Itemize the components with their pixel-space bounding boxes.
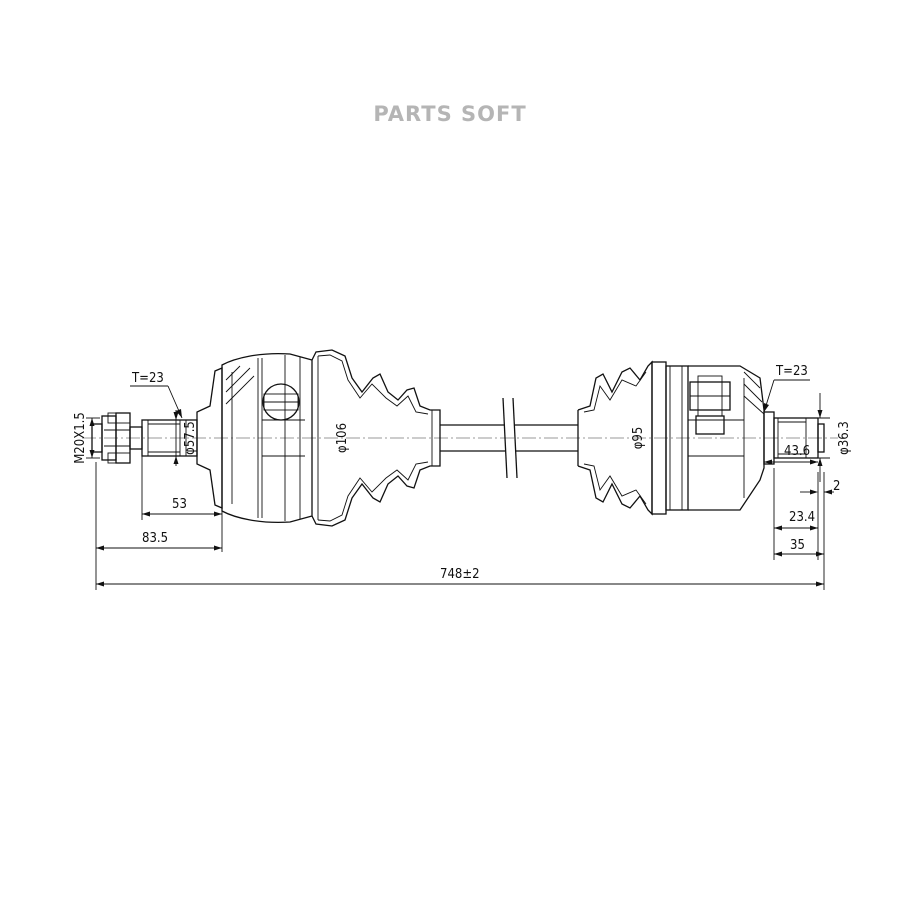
outer-boot <box>311 349 441 527</box>
label-dia-57-5: φ57.5 <box>183 421 198 455</box>
inner-spline-shaft <box>763 411 825 465</box>
label-83-5: 83.5 <box>142 531 168 546</box>
label-2: 2 <box>833 479 840 494</box>
dim-t-left: T=23 <box>130 371 183 419</box>
label-dia-95: φ95 <box>631 427 646 450</box>
dim-thread: M20X1.5 <box>73 412 100 464</box>
dim-total-length: 748±2 <box>96 560 825 590</box>
label-t-left: T=23 <box>131 371 164 386</box>
dim-dia-36-3: φ36.3 <box>812 393 852 482</box>
label-23-4: 23.4 <box>789 510 815 525</box>
label-total-length: 748±2 <box>440 567 480 582</box>
dim-43-6: 43.6 <box>764 444 818 465</box>
dim-t-right: T=23 <box>763 364 810 413</box>
label-dia-106: φ106 <box>335 423 350 453</box>
label-35: 35 <box>790 538 805 553</box>
dim-dia-106: φ106 <box>335 423 350 453</box>
label-53: 53 <box>172 497 187 512</box>
dim-2: 2 <box>800 472 840 500</box>
label-43-6: 43.6 <box>784 444 810 459</box>
dim-53: 53 <box>141 456 223 552</box>
dim-23-4: 23.4 <box>773 468 819 560</box>
dim-dia-57-5: φ57.5 <box>173 410 198 466</box>
label-t-right: T=23 <box>775 364 808 379</box>
main-shaft <box>440 397 578 479</box>
dim-dia-95: φ95 <box>631 427 646 450</box>
label-dia-36-3: φ36.3 <box>837 421 852 455</box>
watermark: PARTS SOFT <box>373 102 527 126</box>
dim-83-5: 83.5 <box>95 462 222 590</box>
dim-35: 35 <box>774 500 825 560</box>
label-thread: M20X1.5 <box>73 412 88 464</box>
